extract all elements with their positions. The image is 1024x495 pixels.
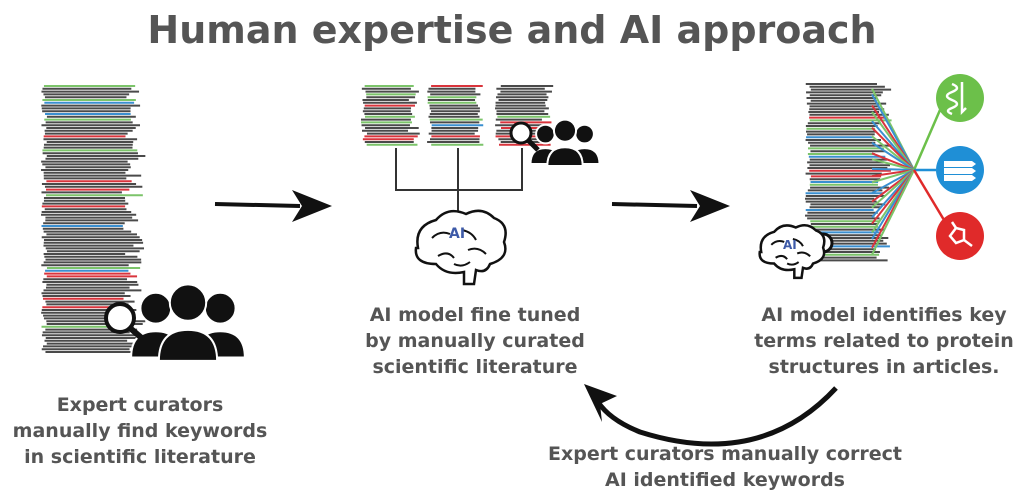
document-stack-icon [427, 85, 484, 146]
caption-feedback: Expert curators manually correct AI iden… [547, 443, 902, 491]
ai-label: AI [449, 226, 466, 242]
magnifier-icon [104, 302, 146, 343]
connection-line [871, 158, 915, 171]
connection-lines [871, 88, 946, 256]
connection-line [871, 167, 915, 171]
protein-sheet-icon [936, 146, 984, 194]
people-group-icon [130, 283, 246, 362]
arrow-right-icon [214, 190, 332, 222]
brain-icon [414, 209, 507, 286]
tree-connector [395, 148, 523, 218]
document-stack-icon [361, 85, 420, 146]
caption-step3: AI model identifies key terms related to… [754, 304, 1014, 378]
connection-line [871, 169, 915, 194]
page-title: Human expertise and AI approach [147, 8, 877, 52]
caption-step1: Expert curators manually find keywords i… [12, 394, 268, 468]
molecule-icon [936, 212, 984, 260]
connection-line [871, 141, 915, 171]
document-stack-icon [41, 85, 146, 353]
connection-line [871, 169, 915, 209]
connection-line [871, 169, 915, 256]
caption-step2: AI model fine tuned by manually curated … [365, 304, 585, 378]
magnifier-icon [509, 121, 540, 152]
ai-label: AI [783, 238, 797, 252]
protein-helix-icon [936, 74, 984, 122]
connection-line [871, 126, 915, 171]
brain-icon [758, 223, 826, 280]
document-stack-icon [805, 83, 892, 262]
arrow-right-icon [611, 190, 730, 222]
people-group-icon [529, 118, 601, 168]
curved-arrow-icon [584, 384, 838, 447]
connection-line [871, 169, 915, 184]
